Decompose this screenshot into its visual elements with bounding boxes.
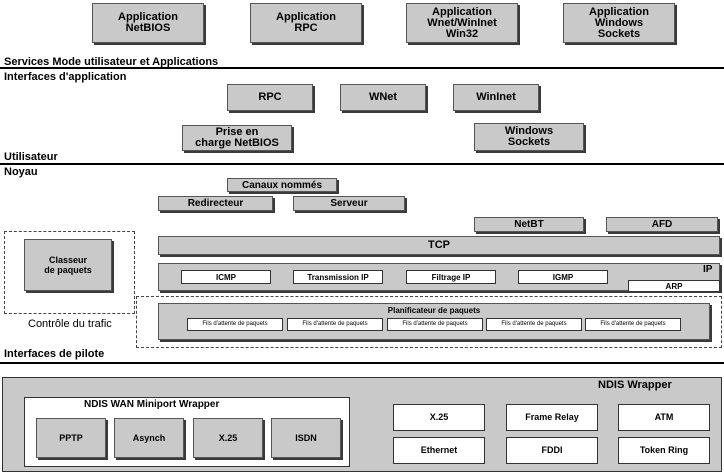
arp-box: ARP [628, 280, 720, 292]
igmp-box: IGMP [518, 270, 608, 284]
queue-box-4: Fils d'attente de paquets [486, 318, 582, 331]
pptp-box: PPTP [36, 418, 106, 458]
ndis-wan-wrapper-label: NDIS WAN Miniport Wrapper [84, 399, 220, 410]
frame-relay-box: Frame Relay [506, 404, 598, 431]
controle-trafic-label: Contrôle du trafic [28, 318, 112, 330]
services-label: Services Mode utilisateur et Application… [4, 56, 219, 68]
windows-sockets-box: Windows Sockets [474, 123, 584, 151]
application-rpc-box: Application RPC [250, 3, 362, 43]
divider-driver [0, 362, 724, 364]
application-sockets-box: Application Windows Sockets [563, 3, 675, 43]
ndis-wrapper-label: NDIS Wrapper [598, 379, 672, 391]
utilisateur-label: Utilisateur [4, 151, 58, 163]
x25-wan-box: X.25 [193, 418, 263, 458]
netbios-support-box: Prise en charge NetBIOS [182, 125, 292, 151]
canaux-nommes-box: Canaux nommés [227, 178, 337, 192]
filtrage-ip-box: Filtrage IP [406, 270, 496, 284]
interfaces-application-label: Interfaces d'application [4, 71, 127, 83]
wnet-box: WNet [340, 84, 426, 111]
ethernet-box: Ethernet [393, 437, 485, 464]
netbt-box: NetBT [474, 217, 584, 232]
isdn-box: ISDN [271, 418, 341, 458]
rpc-box: RPC [227, 84, 313, 111]
afd-box: AFD [606, 217, 718, 232]
transmission-ip-box: Transmission IP [293, 270, 383, 284]
queue-box-2: Fils d'attente de paquets [287, 318, 383, 331]
classifier-dashed-region [4, 231, 135, 314]
ip-label: IP [703, 264, 713, 275]
application-netbios-box: Application NetBIOS [92, 3, 204, 43]
icmp-box: ICMP [181, 270, 271, 284]
tcp-box: TCP [158, 236, 720, 255]
noyau-label: Noyau [4, 166, 38, 178]
queue-box-3: Fils d'attente de paquets [387, 318, 483, 331]
queue-box-5: Fils d'attente de paquets [585, 318, 681, 331]
serveur-box: Serveur [293, 196, 405, 211]
wininet-box: WinInet [453, 84, 539, 111]
queue-box-1: Fils d'attente de paquets [187, 318, 283, 331]
token-ring-box: Token Ring [618, 437, 710, 464]
atm-box: ATM [618, 404, 710, 431]
interfaces-pilote-label: Interfaces de pilote [4, 348, 105, 360]
application-wnet-box: Application Wnet/WinInet Win32 [406, 3, 518, 43]
x25-box: X.25 [393, 404, 485, 431]
divider-user-kernel [0, 163, 724, 165]
redirecteur-box: Redirecteur [158, 196, 273, 211]
traffic-control-dashed-region [136, 296, 722, 348]
fddi-box: FDDI [506, 437, 598, 464]
divider-services [0, 67, 724, 69]
classeur-paquets-box: Classeur de paquets [24, 239, 112, 291]
asynch-box: Asynch [114, 418, 184, 458]
